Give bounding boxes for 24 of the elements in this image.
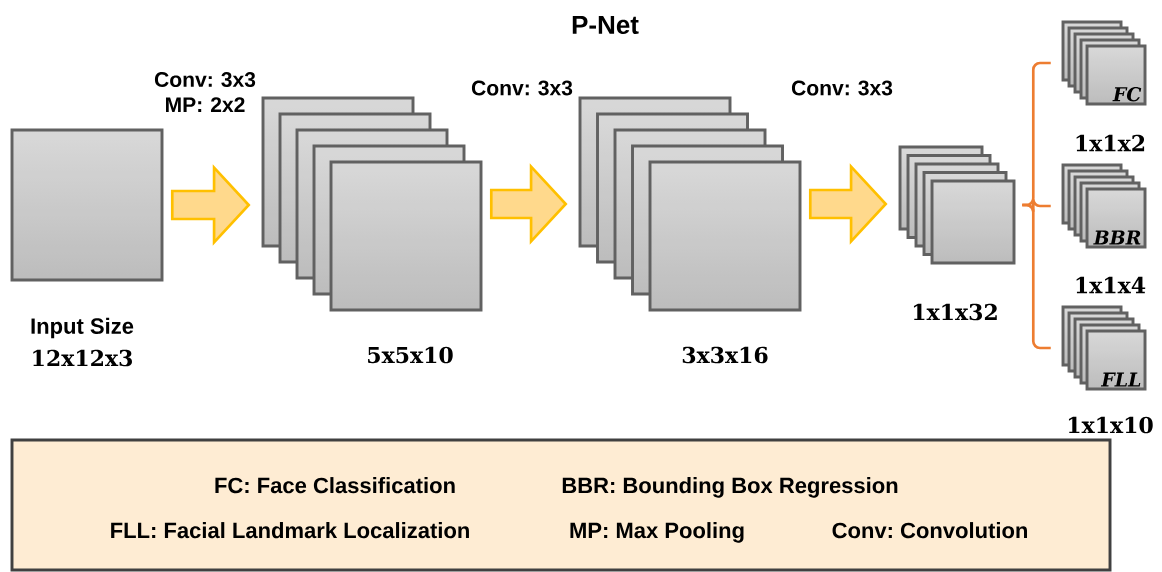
operation-label: Conv: 3x3	[471, 80, 573, 96]
title: P-Net	[572, 15, 639, 35]
block-arrow	[489, 163, 568, 245]
feature-map-stack: FLL	[1061, 305, 1147, 391]
feature-map-stack: FC	[1061, 20, 1147, 106]
size-label: 1x1x32	[913, 303, 997, 321]
size-label: 5x5x10	[368, 346, 453, 364]
legend-text: MP: Max Pooling	[570, 522, 744, 543]
legend-text: FC: Face Classification	[215, 477, 455, 494]
node-label: BBR	[1093, 230, 1141, 245]
legend-text: FLL: Facial Landmark Localization	[111, 522, 469, 539]
input-label: Input Size	[31, 317, 134, 339]
feature-map-stack: BBR	[1061, 163, 1147, 249]
legend-text: BBR: Bounding Box Regression	[562, 477, 898, 498]
operation-label: Conv: 3x3 MP: 2x2	[154, 72, 256, 112]
block-arrow	[808, 163, 888, 245]
block-arrow	[170, 164, 251, 246]
size-label: 1x1x10	[1068, 416, 1153, 434]
legend-box	[10, 438, 1112, 572]
node-label: FLL	[1100, 372, 1141, 387]
legend-text: Conv: Convolution	[832, 522, 1027, 539]
size-label: 3x3x16	[682, 346, 768, 364]
size-label: 12x12x3	[33, 349, 132, 367]
node-label: FC	[1112, 87, 1142, 102]
